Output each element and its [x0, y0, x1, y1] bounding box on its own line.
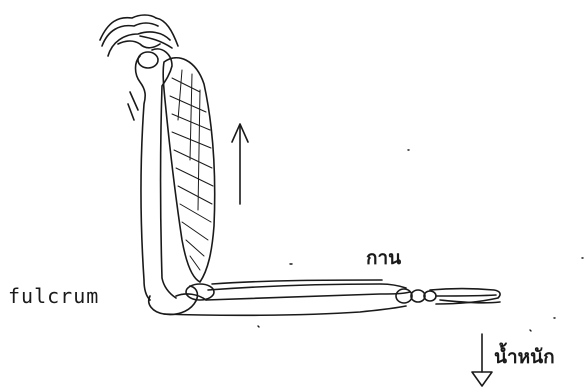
effort-label: กาน [366, 243, 401, 273]
fulcrum-label: fulcrum [8, 284, 99, 308]
load-arrow [472, 334, 492, 386]
effort-arrow [232, 124, 248, 204]
load-label: น้ำหนัก [494, 342, 555, 372]
hand-sketch [100, 15, 178, 56]
elbow-joint [149, 284, 214, 315]
forearm-bones [164, 280, 500, 315]
upper-bone [136, 49, 177, 300]
scan-specks [258, 150, 583, 331]
